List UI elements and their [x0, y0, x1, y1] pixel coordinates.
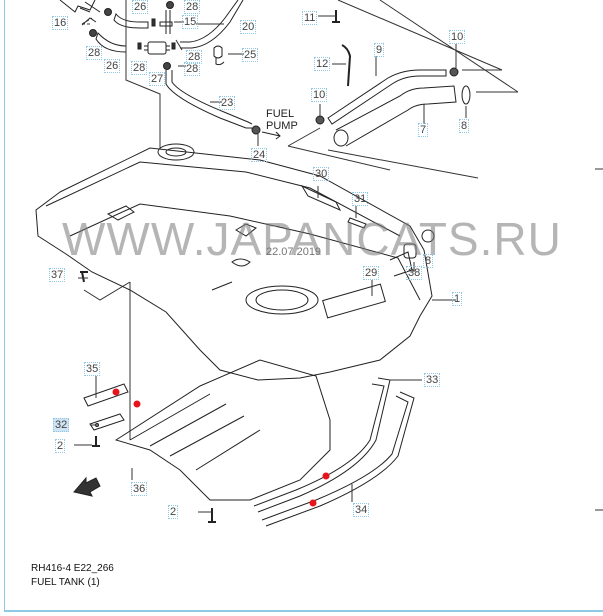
fwd-arrow-icon	[73, 476, 101, 497]
diagram-code: RH416-4 E22_266	[31, 563, 114, 574]
filter-27	[144, 41, 170, 55]
connector-15	[159, 10, 173, 34]
clamp-8	[461, 85, 471, 105]
callout-32[interactable]: 32	[53, 418, 70, 432]
callout-35[interactable]: 35	[84, 362, 101, 376]
bracket-35	[83, 383, 129, 407]
callout-30[interactable]: 30	[313, 167, 330, 181]
clamp-8	[421, 229, 435, 243]
hose-20	[180, 0, 244, 49]
date-stamp: 22.07.2019	[266, 246, 322, 258]
clip-28	[137, 42, 142, 50]
clamp-28	[166, 1, 174, 9]
callout-34[interactable]: 34	[353, 503, 370, 517]
callout-27[interactable]: 27	[149, 72, 166, 86]
callout-28[interactable]: 28	[186, 50, 203, 64]
callout-8[interactable]: 8	[423, 254, 434, 268]
bolt-2	[208, 508, 216, 523]
fuel-pump-arrow	[261, 131, 281, 140]
hose-23	[165, 70, 253, 129]
callout-24[interactable]: 24	[251, 148, 268, 162]
callout-12[interactable]: 12	[314, 57, 331, 71]
bolt-37	[80, 271, 88, 283]
callout-leaders	[74, 15, 467, 513]
leader-line	[125, 0, 161, 148]
scroll-marker	[595, 168, 603, 170]
guard-36	[114, 359, 331, 501]
callout-25[interactable]: 25	[242, 48, 259, 62]
callout-9[interactable]: 9	[374, 43, 385, 57]
marker-dot	[322, 472, 330, 480]
hose-38	[403, 243, 417, 259]
callout-28[interactable]: 28	[86, 46, 103, 60]
callout-37[interactable]: 37	[49, 268, 66, 282]
callout-29[interactable]: 29	[363, 266, 380, 280]
strap-12	[341, 44, 352, 87]
clip-28	[171, 42, 176, 50]
callout-23[interactable]: 23	[219, 96, 236, 110]
callout-33[interactable]: 33	[424, 373, 441, 387]
clamp-28	[104, 8, 112, 16]
callout-15[interactable]: 15	[182, 15, 199, 29]
diagram-title: FUEL TANK (1)	[31, 577, 100, 588]
clamp-28	[89, 29, 97, 37]
leader-line	[337, 0, 519, 93]
callout-11[interactable]: 11	[302, 11, 318, 25]
pad-30	[300, 184, 342, 212]
callout-7[interactable]: 7	[418, 123, 429, 137]
side-rail-33	[253, 377, 391, 513]
fuel-pump-label-line1: FUEL	[266, 108, 295, 120]
marker-dot	[309, 499, 317, 507]
fuel-tank-1	[35, 143, 433, 381]
leader-line	[287, 127, 479, 179]
callout-28[interactable]: 28	[184, 0, 201, 14]
diagram-frame	[4, 0, 603, 612]
side-rail-34	[261, 391, 415, 527]
bracket-32	[89, 413, 125, 431]
callout-36[interactable]: 36	[131, 482, 148, 496]
callout-38[interactable]: 38	[406, 266, 423, 280]
callout-16[interactable]: 16	[52, 16, 69, 30]
hose-26-upper	[113, 12, 149, 29]
pad-31	[347, 217, 367, 229]
callout-2[interactable]: 2	[55, 439, 66, 453]
callout-10[interactable]: 10	[449, 30, 466, 44]
fuel-pump-label: FUEL PUMP	[266, 108, 298, 132]
callout-31[interactable]: 31	[352, 192, 369, 206]
marker-dot	[112, 388, 120, 396]
clip-28	[151, 18, 156, 27]
clip-25	[213, 45, 225, 66]
callout-26[interactable]: 26	[132, 0, 149, 14]
callout-10[interactable]: 10	[311, 88, 328, 102]
leader-line	[81, 17, 93, 25]
bolt-2	[92, 436, 100, 447]
callout-8[interactable]: 8	[459, 119, 470, 133]
callout-28[interactable]: 28	[184, 62, 201, 76]
clamp-10	[449, 67, 459, 77]
callout-26[interactable]: 26	[104, 59, 121, 73]
clamp-24	[251, 125, 261, 135]
callout-28[interactable]: 28	[131, 61, 148, 75]
callout-1[interactable]: 1	[452, 292, 463, 306]
marker-dot	[133, 400, 141, 408]
callout-20[interactable]: 20	[240, 20, 257, 34]
callout-2[interactable]: 2	[168, 505, 179, 519]
leader-line	[83, 281, 131, 440]
clamp-10	[315, 115, 325, 125]
fuel-pump-label-line2: PUMP	[266, 120, 298, 132]
hose-7	[333, 85, 457, 147]
scroll-marker	[595, 509, 603, 511]
hose-9	[327, 69, 447, 125]
clamp-28	[163, 62, 171, 70]
